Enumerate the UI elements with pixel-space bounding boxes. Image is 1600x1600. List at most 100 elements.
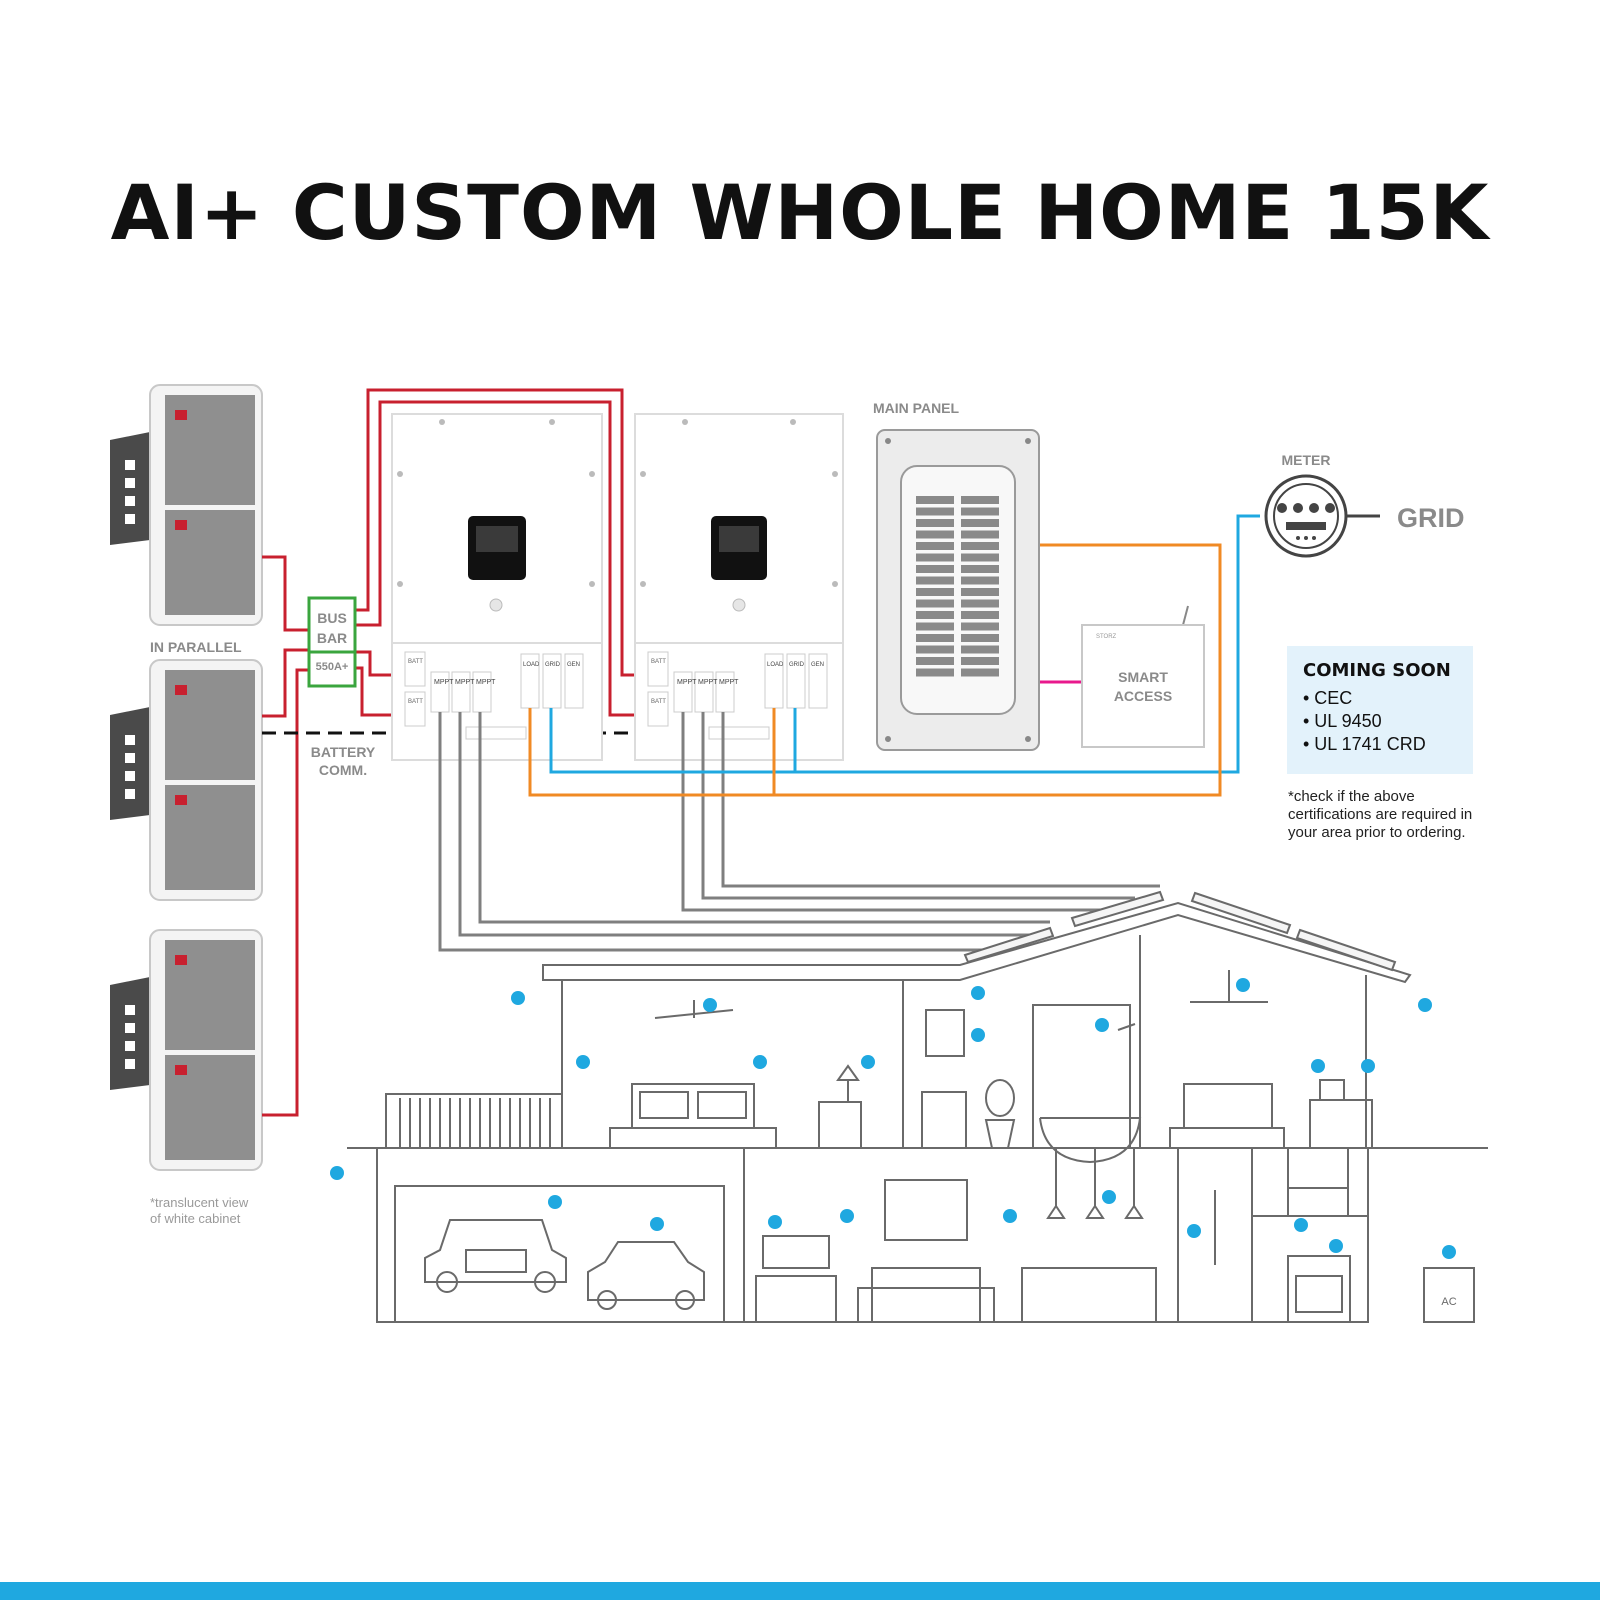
inv2-batt-label-1: BATT: [651, 659, 666, 665]
circuit-dot: [1095, 1018, 1109, 1032]
circuit-dots: [330, 978, 1456, 1259]
inv1-mppt-label-1: MPPT: [434, 679, 454, 686]
circuit-dot: [1294, 1218, 1308, 1232]
breaker: [916, 634, 954, 642]
circuit-dot: [971, 1028, 985, 1042]
translucent-note-line2: of white cabinet: [150, 1211, 241, 1226]
breaker: [961, 576, 999, 585]
inv2-mppt-label-1: MPPT: [677, 679, 697, 686]
pv-wiring: [438, 712, 1160, 952]
smart-access-unit: STORZ SMART ACCESS: [1081, 605, 1205, 748]
inverter-2: BATT BATT MPPT MPPT MPPT LOAD GRID GEN: [634, 413, 844, 761]
breaker: [961, 611, 999, 619]
smart-access-label-line1: SMART: [1118, 669, 1168, 685]
breaker: [961, 530, 999, 539]
breaker: [961, 588, 999, 596]
inv1-batt-label-1: BATT: [408, 659, 423, 665]
furniture: [424, 970, 1475, 1323]
circuit-dot: [548, 1195, 562, 1209]
circuit-dot: [1003, 1209, 1017, 1223]
inv1-mppt-label-3: MPPT: [476, 679, 496, 686]
breaker: [916, 611, 954, 619]
main-panel-label: MAIN PANEL: [873, 400, 960, 416]
battery-comm-label-line1: BATTERY: [311, 744, 376, 760]
circuit-dot: [1311, 1059, 1325, 1073]
breaker: [961, 622, 999, 631]
bus-bar: BUS BAR 550A+: [307, 596, 357, 688]
battery-rack-2: [110, 659, 263, 901]
breaker: [961, 507, 999, 516]
battery-rack-3: [110, 929, 263, 1171]
porch-railing: [399, 1098, 551, 1148]
circuit-dot: [576, 1055, 590, 1069]
ac-unit-label: AC: [1441, 1296, 1456, 1308]
breaker: [916, 668, 954, 677]
bus-bar-rating: 550A+: [316, 661, 349, 673]
grid-label: GRID: [1397, 503, 1465, 533]
smart-access-label-line2: ACCESS: [1114, 688, 1172, 704]
breaker: [961, 634, 999, 642]
cert-item-cec: • CEC: [1303, 688, 1353, 708]
grid-wiring: [549, 514, 1260, 774]
breaker: [961, 519, 999, 527]
breaker: [961, 657, 999, 665]
breaker: [961, 496, 999, 504]
in-parallel-label: IN PARALLEL: [150, 639, 242, 655]
page-title: AI+ CUSTOM WHOLE HOME 15K: [110, 168, 1490, 257]
cert-item-ul1741: • UL 1741 CRD: [1303, 734, 1426, 754]
inv1-gen-label: GEN: [567, 662, 580, 668]
breaker: [961, 668, 999, 677]
breaker: [961, 645, 999, 654]
circuit-dot: [768, 1215, 782, 1229]
inv2-mppt-label-2: MPPT: [698, 679, 718, 686]
certification-note: *check if the above certifications are r…: [1288, 788, 1473, 841]
inverter-1: BATT BATT MPPT MPPT MPPT LOAD GRID GEN: [391, 413, 603, 761]
circuit-dot: [330, 1166, 344, 1180]
meter: [1264, 474, 1380, 558]
circuit-dot: [1418, 998, 1432, 1012]
circuit-dot: [753, 1055, 767, 1069]
bus-bar-label-line1: BUS: [317, 610, 347, 626]
breaker: [916, 588, 954, 596]
inv2-gen-label: GEN: [811, 662, 824, 668]
inv1-grid-label: GRID: [545, 662, 561, 668]
coming-soon-title: COMING SOON: [1303, 660, 1451, 681]
solar-panels: [963, 890, 1397, 972]
breaker: [916, 530, 954, 539]
circuit-dot: [1187, 1224, 1201, 1238]
inv2-mppt-label-3: MPPT: [719, 679, 739, 686]
breaker: [916, 519, 954, 527]
breaker: [961, 553, 999, 562]
battery-dc-wiring: [262, 388, 655, 1117]
circuit-dot: [1329, 1239, 1343, 1253]
circuit-dot: [703, 998, 717, 1012]
house-outline: [347, 901, 1488, 1323]
circuit-dot: [971, 986, 985, 1000]
bus-bar-label-line2: BAR: [317, 630, 347, 646]
inv1-batt-label-2: BATT: [408, 699, 423, 705]
coming-soon-box: COMING SOON • CEC • UL 9450 • UL 1741 CR…: [1287, 646, 1473, 774]
breaker: [961, 542, 999, 550]
breaker: [916, 553, 954, 562]
meter-label: METER: [1282, 452, 1331, 468]
inv1-mppt-label-2: MPPT: [455, 679, 475, 686]
circuit-dot: [1102, 1190, 1116, 1204]
breaker: [916, 645, 954, 654]
inv2-grid-label: GRID: [789, 662, 805, 668]
breaker: [916, 576, 954, 585]
main-panel: [876, 429, 1040, 751]
circuit-dot: [650, 1217, 664, 1231]
circuit-dot: [840, 1209, 854, 1223]
accent-bar: [0, 1582, 1600, 1600]
breaker: [916, 507, 954, 516]
breaker: [916, 622, 954, 631]
breaker: [916, 599, 954, 608]
circuit-dot: [511, 991, 525, 1005]
circuit-dot: [1236, 978, 1250, 992]
breaker: [916, 496, 954, 504]
breaker: [916, 657, 954, 665]
inv1-load-label: LOAD: [523, 662, 540, 668]
breaker: [961, 565, 999, 573]
battery-comm-label-line2: COMM.: [319, 762, 367, 778]
